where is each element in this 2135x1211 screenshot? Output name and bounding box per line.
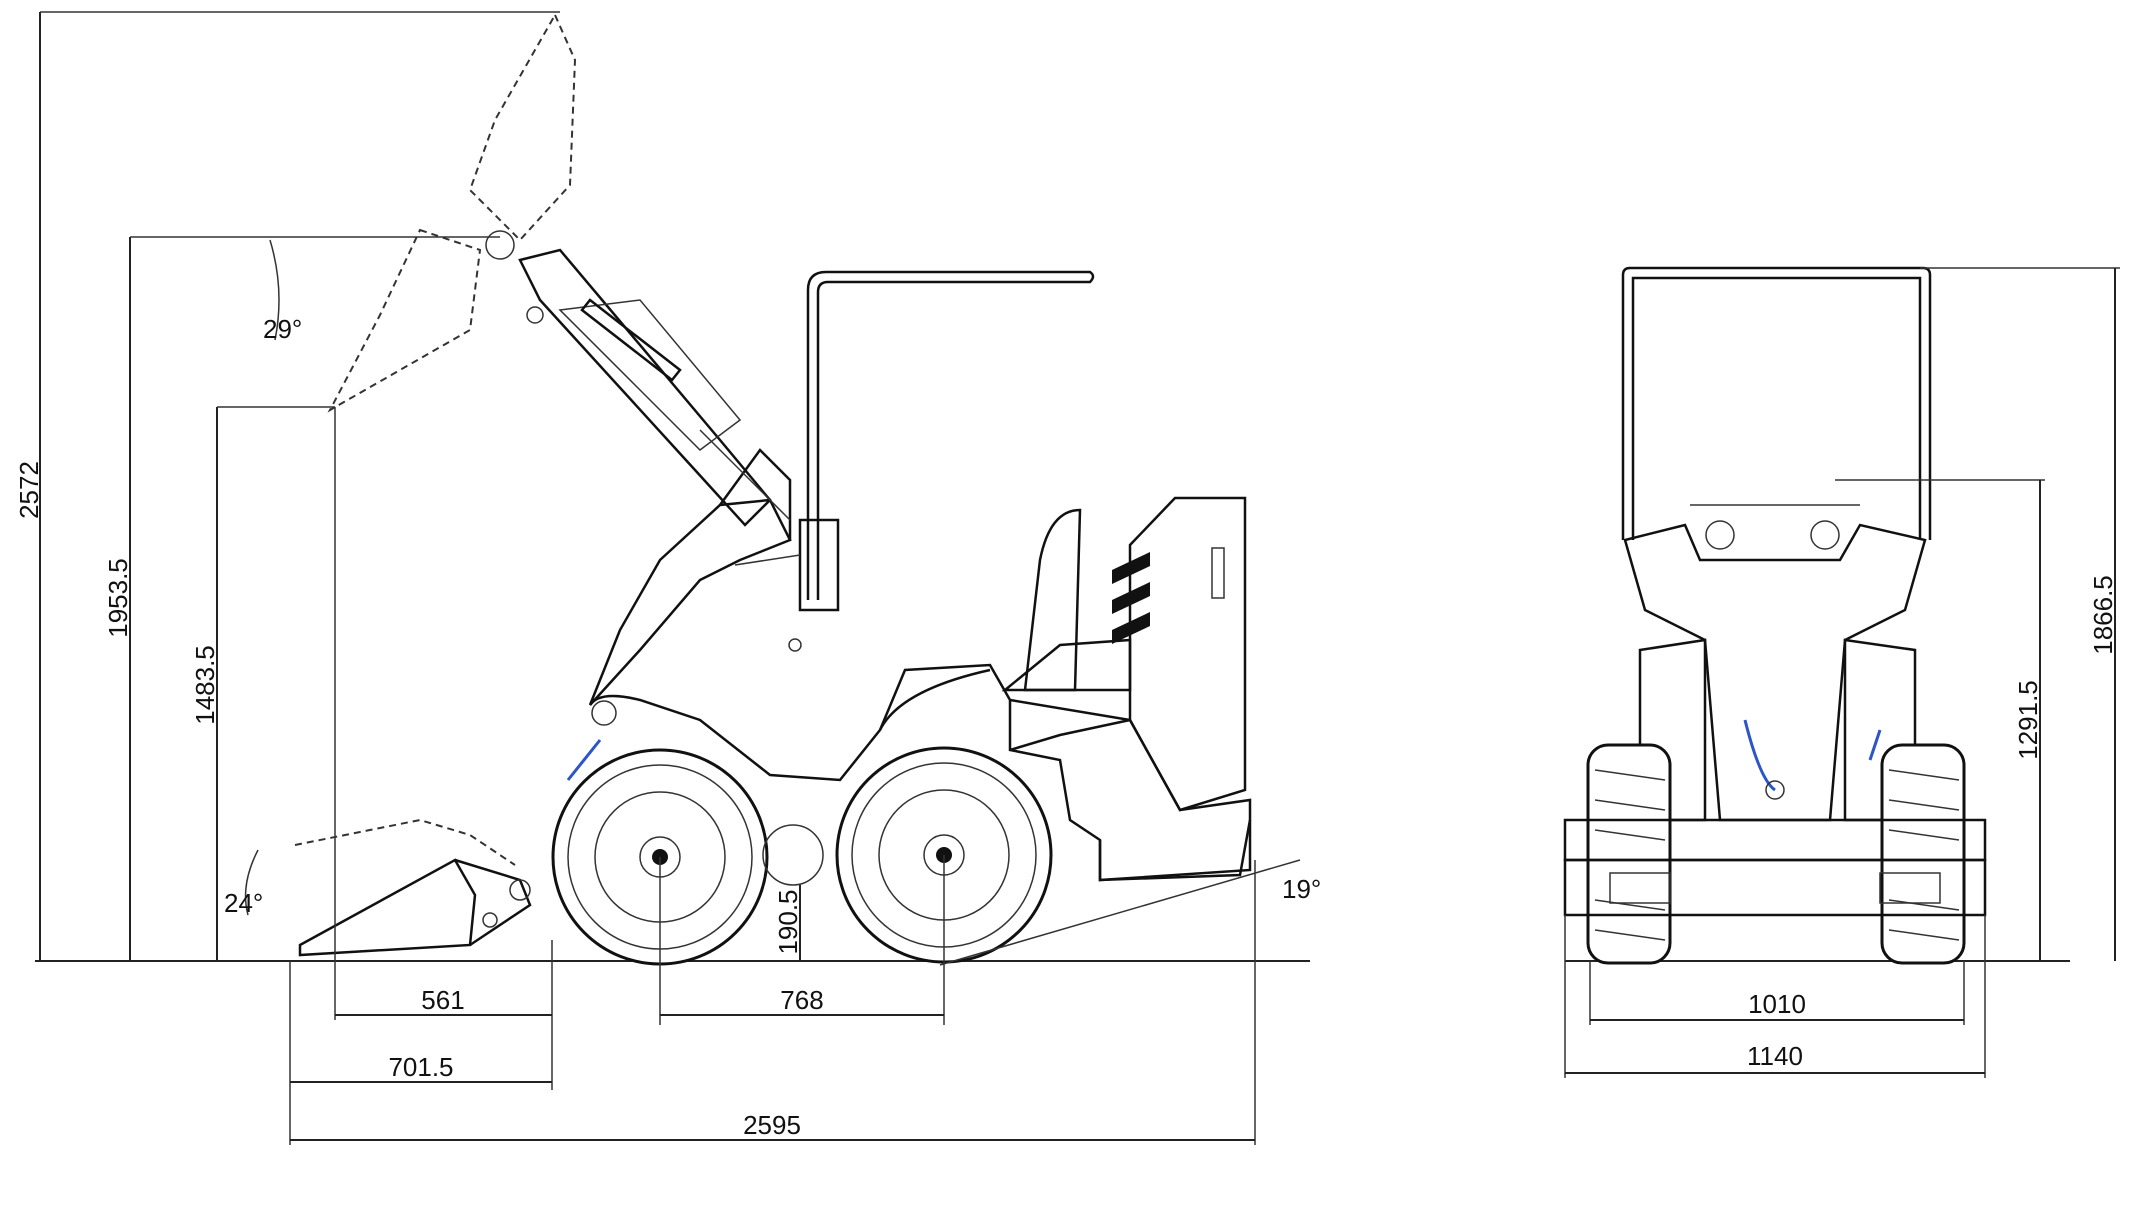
overall-length-label: 2595 — [743, 1110, 801, 1140]
dump-height-label: 1483.5 — [190, 645, 220, 725]
overall-width-label: 1140 — [1747, 1041, 1803, 1071]
overall-height-label: 2572 — [14, 461, 44, 519]
seat — [1001, 508, 1132, 692]
track-width-label: 1010 — [1748, 989, 1806, 1019]
raised-bucket — [327, 12, 577, 413]
raised-arm — [518, 248, 791, 527]
ground-clearance-label: 190.5 — [773, 889, 803, 954]
pivot-height-label: 1953.5 — [103, 558, 133, 638]
overhang-label: 701.5 — [388, 1052, 453, 1082]
rollback-angle-label: 24° — [224, 888, 263, 918]
dump-angle-label: 29° — [263, 314, 302, 344]
departure-angle-label: 19° — [1282, 874, 1321, 904]
front-hydraulic-hose — [1743, 719, 1882, 792]
lift-arm — [588, 448, 802, 726]
lowered-bucket — [294, 818, 532, 957]
front-bucket — [1563, 818, 1987, 917]
belly-pan — [762, 824, 824, 886]
chassis — [588, 663, 1252, 882]
engine-cover — [1112, 496, 1247, 812]
reach-label: 561 — [421, 985, 464, 1015]
front-overall-height-label: 1866.5 — [2088, 575, 2118, 655]
side-view: 2572 1953.5 1483.5 29° 24° 19° 190.5 561 — [14, 11, 1321, 1145]
wheelbase-label: 768 — [780, 985, 823, 1015]
seat-height-label: 1291.5 — [2013, 680, 2043, 760]
front-right-tyre — [1880, 743, 1966, 965]
hydraulic-hose — [566, 739, 602, 781]
rops-frame — [798, 270, 1095, 612]
front-view: 1866.5 1291.5 1010 1140 — [1563, 266, 2120, 1078]
front-left-tyre — [1586, 743, 1672, 965]
front-rops — [1621, 266, 1932, 540]
